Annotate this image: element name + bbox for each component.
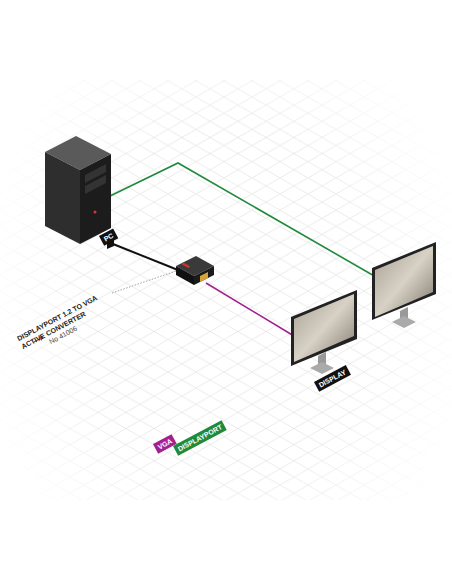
monitor (291, 290, 357, 374)
vga-wire (206, 283, 294, 336)
displayport-wire (108, 163, 376, 277)
leader-line (112, 271, 176, 293)
monitor (372, 242, 436, 328)
adapter-box (176, 256, 214, 285)
adapter-cable (113, 244, 178, 270)
tag-text: PC (103, 232, 115, 243)
pc-tower (45, 136, 111, 244)
